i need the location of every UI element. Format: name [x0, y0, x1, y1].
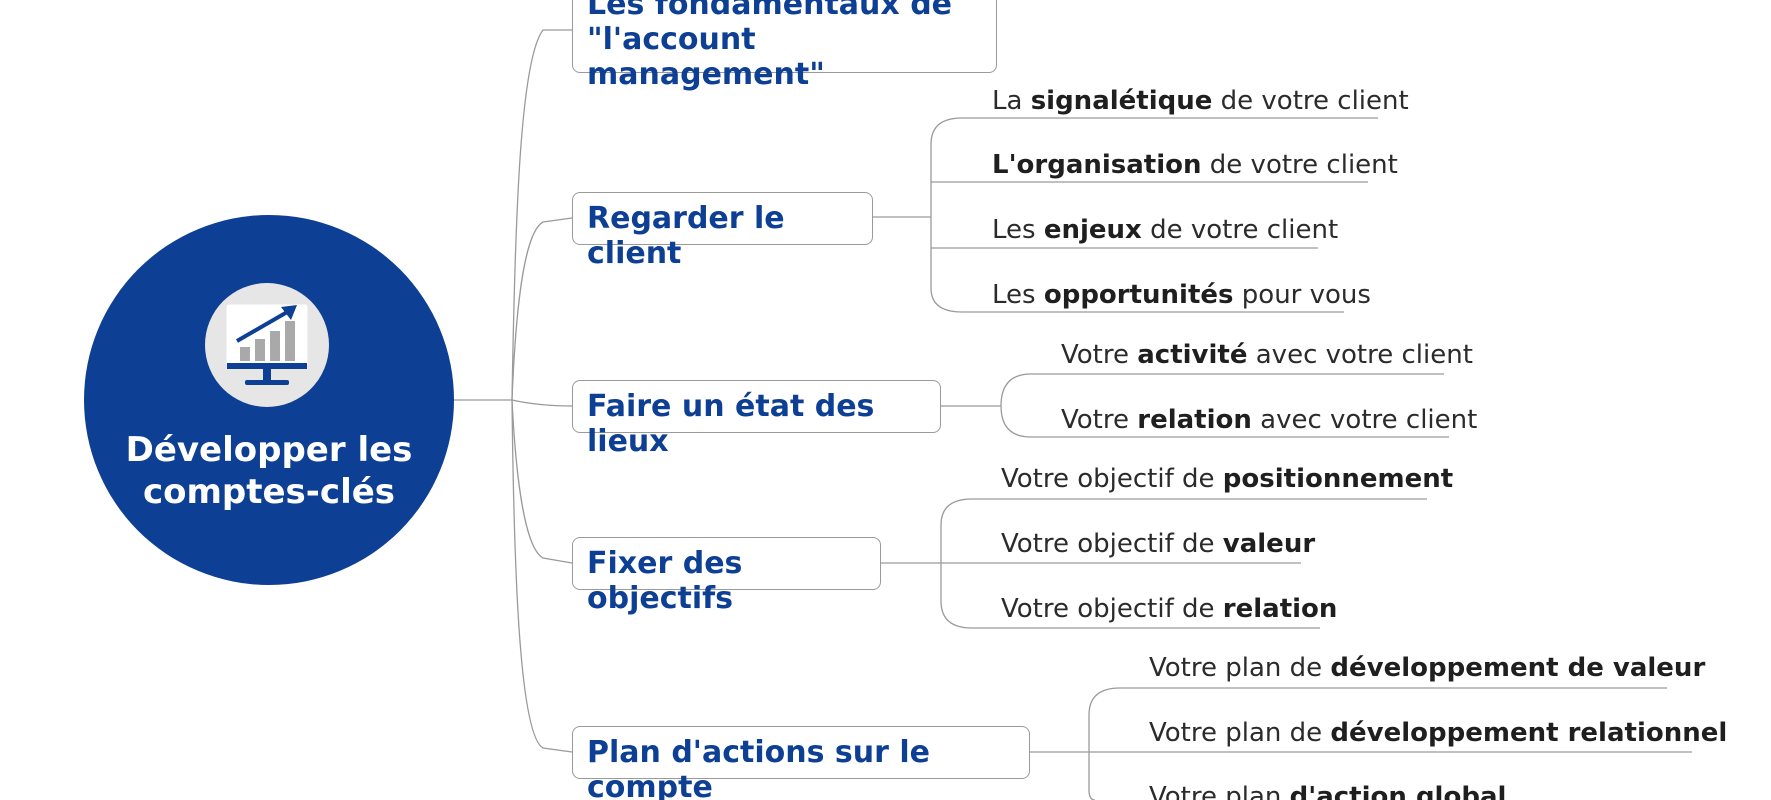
subtopic-text: de votre client	[1212, 86, 1409, 116]
branch-topic-label: Les fondamentaux de "l'account managemen…	[587, 0, 953, 92]
subtopic-keyword: relation	[1137, 405, 1252, 435]
subtopic-text: avec votre client	[1251, 405, 1478, 435]
branch-topic-0[interactable]: Les fondamentaux de "l'account managemen…	[572, 0, 997, 92]
subtopic-text: Votre plan de	[1149, 718, 1331, 748]
connector-branch-2	[511, 399, 573, 407]
subtopic-keyword: signalétique	[1030, 86, 1213, 116]
central-topic-title: Développer les comptes-clés	[125, 430, 413, 512]
branch-topic-label: Regarder le client	[587, 201, 785, 271]
subtopic-text: Les	[992, 215, 1044, 245]
subtopic-keyword: positionnement	[1222, 464, 1454, 494]
subtopic-4-1[interactable]: Votre plan de développement relationnel	[1149, 718, 1727, 750]
subtopic-text: Les	[992, 280, 1044, 310]
subtopic-keyword: opportunités	[1043, 280, 1234, 310]
subtopic-keyword: L'organisation	[992, 150, 1202, 180]
connector-branch-1	[511, 217, 573, 401]
branch-topic-label: Plan d'actions sur le compte	[587, 735, 930, 800]
subtopic-text: Votre plan de	[1149, 653, 1331, 683]
subtopic-1-0[interactable]: La signalétique de votre client	[992, 86, 1409, 118]
subtopic-text: avec votre client	[1247, 340, 1473, 370]
subtopic-text: de votre client	[1141, 215, 1339, 245]
branch-topic-3[interactable]: Fixer des objectifs	[572, 537, 881, 616]
subtopic-3-0[interactable]: Votre objectif de positionnement	[1001, 464, 1453, 496]
subtopic-keyword: relation	[1222, 594, 1338, 624]
chart-growth-monitor-icon	[205, 283, 329, 407]
central-topic[interactable]: Développer les comptes-clés	[84, 215, 454, 585]
subtopic-text: Votre objectif de	[1001, 594, 1223, 624]
subtopic-keyword: développement relationnel	[1330, 718, 1728, 748]
branch-topic-2[interactable]: Faire un état des lieux	[572, 380, 941, 459]
subtopic-keyword: d'action global	[1289, 782, 1507, 800]
branch-topic-1[interactable]: Regarder le client	[572, 192, 873, 271]
subtopic-2-1[interactable]: Votre relation avec votre client	[1061, 405, 1477, 437]
subtopic-4-0[interactable]: Votre plan de développement de valeur	[1149, 653, 1705, 685]
subtopic-2-0[interactable]: Votre activité avec votre client	[1061, 340, 1473, 372]
subtopic-text: La	[992, 86, 1031, 116]
branch-topic-label: Fixer des objectifs	[587, 546, 743, 616]
subtopic-text: Votre objectif de	[1001, 529, 1223, 559]
subtopic-text: Votre	[1061, 405, 1138, 435]
subtopic-3-2[interactable]: Votre objectif de relation	[1001, 594, 1337, 626]
connector-branch-3	[511, 399, 573, 564]
branch-topic-4[interactable]: Plan d'actions sur le compte	[572, 726, 1030, 800]
subtopic-text: Votre objectif de	[1001, 464, 1223, 494]
subtopic-1-3[interactable]: Les opportunités pour vous	[992, 280, 1371, 312]
subtopic-text: pour vous	[1233, 280, 1371, 310]
connector-branch-4	[511, 399, 573, 753]
connector-branch-0	[511, 29, 572, 401]
branch-topic-label: Faire un état des lieux	[587, 389, 875, 459]
subtopic-keyword: développement de valeur	[1330, 653, 1706, 683]
subtopic-text: Votre	[1061, 340, 1138, 370]
connector-b1-bracket	[930, 117, 1378, 313]
subtopic-keyword: valeur	[1222, 529, 1316, 559]
subtopic-keyword: activité	[1137, 340, 1248, 370]
subtopic-keyword: enjeux	[1043, 215, 1142, 245]
subtopic-4-2[interactable]: Votre plan d'action global	[1149, 782, 1506, 800]
subtopic-1-2[interactable]: Les enjeux de votre client	[992, 215, 1338, 247]
subtopic-text: Votre plan	[1149, 782, 1290, 800]
subtopic-text: de votre client	[1201, 150, 1398, 180]
subtopic-1-1[interactable]: L'organisation de votre client	[992, 150, 1398, 182]
subtopic-3-1[interactable]: Votre objectif de valeur	[1001, 529, 1315, 561]
